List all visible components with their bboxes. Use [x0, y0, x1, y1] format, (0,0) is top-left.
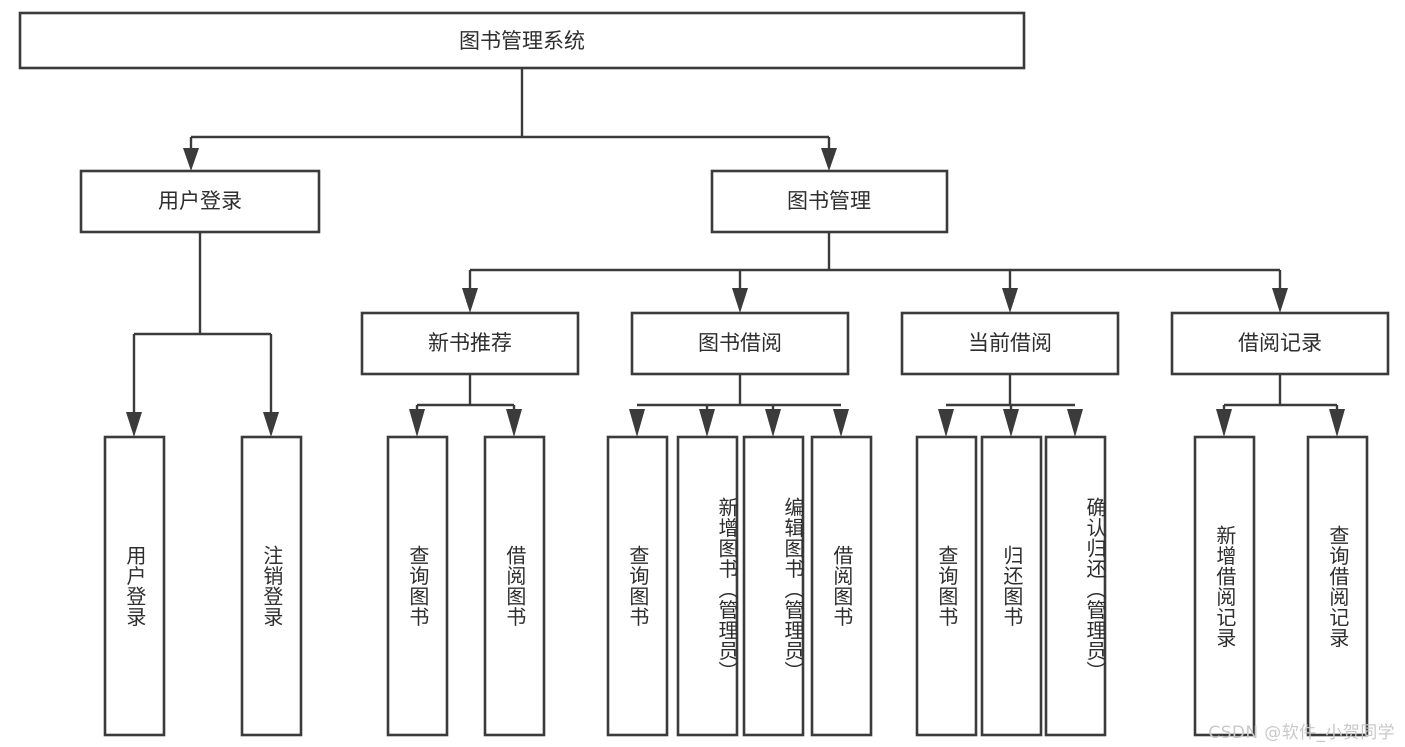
- node-borrow-record[interactable]: 借阅记录: [1170, 311, 1390, 376]
- node-leaf-query-book-2-box[interactable]: [606, 435, 669, 737]
- node-leaf-logout-login-box[interactable]: [240, 435, 303, 737]
- arrow-head-leaf-logout-login: [263, 412, 279, 437]
- connector-group-root: [183, 68, 837, 171]
- node-leaf-confirm-return-box[interactable]: [1044, 435, 1107, 737]
- arrow-head-leaf-add-record: [1216, 409, 1232, 437]
- node-borrow-record-label: 借阅记录: [1238, 331, 1322, 355]
- connector-group-new-book-recommend: [409, 374, 522, 437]
- node-root-label: 图书管理系统: [459, 29, 585, 53]
- arrow-head-leaf-query-book-2: [629, 409, 645, 437]
- node-root-box[interactable]: [18, 11, 1026, 70]
- connector-group-user-login: [126, 232, 279, 437]
- arrow-head-leaf-query-book-1: [409, 409, 425, 437]
- arrow-head-book-manage: [821, 148, 837, 171]
- arrow-head-leaf-edit-book: [765, 409, 781, 437]
- node-book-manage-label: 图书管理: [787, 189, 871, 213]
- arrow-head-current-borrow: [1002, 288, 1018, 313]
- node-leaf-return-book-box[interactable]: [980, 435, 1043, 737]
- node-current-borrow[interactable]: 当前借阅: [900, 311, 1120, 376]
- node-new-book-recommend-box[interactable]: [360, 311, 580, 376]
- node-book-borrow-box[interactable]: [630, 311, 850, 376]
- node-leaf-query-book-1-box[interactable]: [386, 435, 449, 737]
- connector-group-book-borrow: [629, 374, 849, 437]
- node-leaf-edit-book-box[interactable]: [742, 435, 805, 737]
- node-user-login-box[interactable]: [79, 169, 321, 234]
- node-leaf-user-login-box[interactable]: [103, 435, 166, 737]
- node-new-book-recommend-label: 新书推荐: [428, 331, 512, 355]
- csdn-watermark: CSDN @软件_小贺同学: [1208, 723, 1395, 743]
- node-leaf-borrow-book-2-box[interactable]: [810, 435, 873, 737]
- arrow-head-leaf-user-login: [126, 412, 142, 437]
- arrow-head-new-book-recommend: [462, 288, 478, 313]
- node-borrow-record-box[interactable]: [1170, 311, 1390, 376]
- arrow-head-leaf-return-book: [1003, 409, 1019, 437]
- arrow-head-leaf-confirm-return: [1067, 409, 1083, 437]
- arrow-head-leaf-query-record: [1329, 409, 1345, 437]
- arrow-head-user-login: [183, 148, 199, 171]
- node-leaf-add-record-box[interactable]: [1193, 435, 1256, 737]
- connector-group-book-manage: [462, 232, 1288, 313]
- node-book-manage[interactable]: 图书管理: [710, 169, 949, 234]
- node-leaf-borrow-book-1-box[interactable]: [483, 435, 546, 737]
- arrow-head-borrow-record: [1272, 288, 1288, 313]
- node-user-login[interactable]: 用户登录: [79, 169, 321, 234]
- node-leaf-query-book-3-box[interactable]: [915, 435, 978, 737]
- node-book-borrow-label: 图书借阅: [698, 331, 782, 355]
- node-leaf-query-record-box[interactable]: [1306, 435, 1369, 737]
- node-root[interactable]: 图书管理系统: [18, 11, 1026, 70]
- node-current-borrow-box[interactable]: [900, 311, 1120, 376]
- arrow-head-leaf-add-book: [699, 409, 715, 437]
- connector-group-borrow-record: [1216, 374, 1345, 437]
- arrow-head-book-borrow: [732, 288, 748, 313]
- node-book-manage-box[interactable]: [710, 169, 949, 234]
- arrow-head-leaf-borrow-book-2: [833, 409, 849, 437]
- connector-group-current-borrow: [938, 374, 1083, 437]
- arrow-head-leaf-borrow-book-1: [506, 409, 522, 437]
- node-leaf-add-book-box[interactable]: [676, 435, 739, 737]
- arrow-head-leaf-query-book-3: [938, 409, 954, 437]
- node-new-book-recommend[interactable]: 新书推荐: [360, 311, 580, 376]
- node-book-borrow[interactable]: 图书借阅: [630, 311, 850, 376]
- node-user-login-label: 用户登录: [158, 189, 242, 213]
- node-current-borrow-label: 当前借阅: [968, 331, 1052, 355]
